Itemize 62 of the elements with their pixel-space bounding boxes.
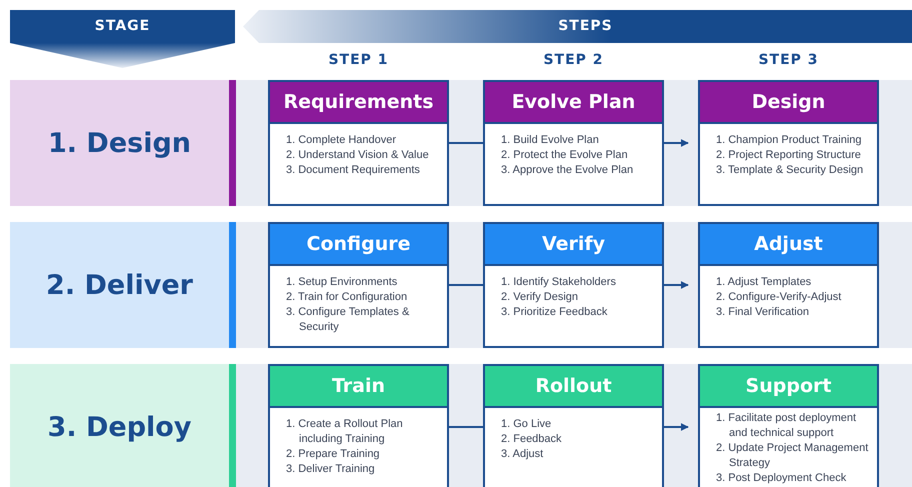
list-item: 2. Protect the Evolve Plan xyxy=(501,148,629,163)
list-item: 2. Configure-Verify-Adjust xyxy=(716,290,842,305)
list-item: 3. Deliver Training xyxy=(286,462,376,477)
card-title: Train xyxy=(270,366,447,408)
stage-title: 1. Design xyxy=(48,128,192,158)
step-card xyxy=(483,364,664,487)
banner-title: STAGE xyxy=(94,18,152,34)
list-item: 3. Prioritize Feedback xyxy=(501,305,608,320)
column-heading: STEP 3 xyxy=(757,52,820,68)
step-card xyxy=(483,222,664,348)
stage-panel xyxy=(10,222,229,348)
list-item: 3. Configure Templates & Security xyxy=(286,305,410,335)
column-heading: STEP 1 xyxy=(327,52,390,68)
list-item: 1. Build Evolve Plan xyxy=(501,133,600,148)
list-item: 1. Adjust Templates xyxy=(716,275,812,290)
list-item: 2. Update Project Management Strategy xyxy=(716,441,869,471)
list-item: 1. Champion Product Training xyxy=(716,133,863,148)
connector-line xyxy=(449,142,483,144)
step-card xyxy=(698,364,879,487)
card-title: Requirements xyxy=(270,82,447,124)
list-item: 2. Feedback xyxy=(501,432,563,447)
stage-title: 3. Deploy xyxy=(48,412,192,442)
step-card xyxy=(698,222,879,348)
list-item: 2. Verify Design xyxy=(501,290,580,305)
step-card xyxy=(268,80,449,206)
list-item: 1. Create a Rollout Plan including Training xyxy=(286,417,404,447)
connector-line xyxy=(449,284,483,286)
connector-line xyxy=(449,426,483,428)
stage-panel xyxy=(10,364,229,487)
card-title: Support xyxy=(700,366,877,408)
list-item: 3. Post Deployment Check xyxy=(716,471,848,486)
list-item: 2. Understand Vision & Value xyxy=(286,148,430,163)
list-item: 1. Go Live xyxy=(501,417,552,432)
list-item: 1. Facilitate post deployment and technical support xyxy=(716,411,858,441)
list-item: 2. Train for Configuration xyxy=(286,290,408,305)
arrow xyxy=(664,139,689,147)
step-card xyxy=(483,80,664,206)
card-title: Evolve Plan xyxy=(485,82,662,124)
stage-panel xyxy=(10,80,229,206)
list-item: 3. Final Verification xyxy=(716,305,810,320)
card-title: Design xyxy=(700,82,877,124)
list-item: 2. Prepare Training xyxy=(286,447,381,462)
card-title: Adjust xyxy=(700,224,877,266)
arrow xyxy=(664,423,689,431)
arrow xyxy=(664,281,689,289)
list-item: 3. Template & Security Design xyxy=(716,163,864,178)
list-item: 3. Document Requirements xyxy=(286,163,421,178)
card-title: Verify xyxy=(485,224,662,266)
list-item: 2. Project Reporting Structure xyxy=(716,148,862,163)
list-item: 3. Approve the Evolve Plan xyxy=(501,163,634,178)
stage-title: 2. Deliver xyxy=(46,270,193,300)
card-title: Configure xyxy=(270,224,447,266)
banner-title: STEPS xyxy=(557,18,614,34)
list-item: 1. Identify Stakeholders xyxy=(501,275,617,290)
step-card xyxy=(698,80,879,206)
step-card xyxy=(268,364,449,487)
step-card xyxy=(268,222,449,348)
list-item: 3. Adjust xyxy=(501,447,544,462)
column-heading: STEP 2 xyxy=(542,52,605,68)
list-item: 1. Setup Environments xyxy=(286,275,398,290)
card-title: Rollout xyxy=(485,366,662,408)
list-item: 1. Complete Handover xyxy=(286,133,398,148)
